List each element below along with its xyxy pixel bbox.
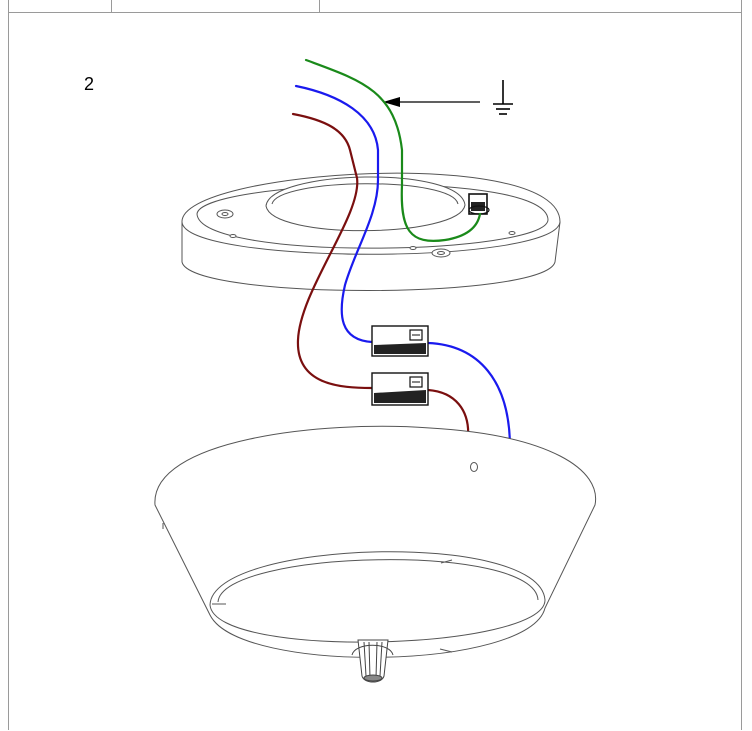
header-cell-1: [8, 0, 112, 13]
ground-wire: [304, 58, 482, 242]
wire-connector-neutral: [371, 325, 429, 357]
arrow-left-icon: [383, 97, 480, 107]
lamp-housing: [154, 425, 597, 658]
ground-terminal: [468, 193, 490, 215]
mounting-ring: [181, 172, 561, 291]
earth-ground-icon: [493, 80, 513, 115]
header-cell-2: [112, 0, 320, 13]
page-frame: [8, 0, 742, 730]
threaded-nipple: [351, 639, 394, 683]
live-wire: [291, 112, 470, 440]
wire-connector-live: [371, 372, 429, 406]
step-number: 2: [84, 74, 95, 94]
neutral-wire: [294, 84, 512, 450]
header-table-strip: [8, 0, 742, 13]
